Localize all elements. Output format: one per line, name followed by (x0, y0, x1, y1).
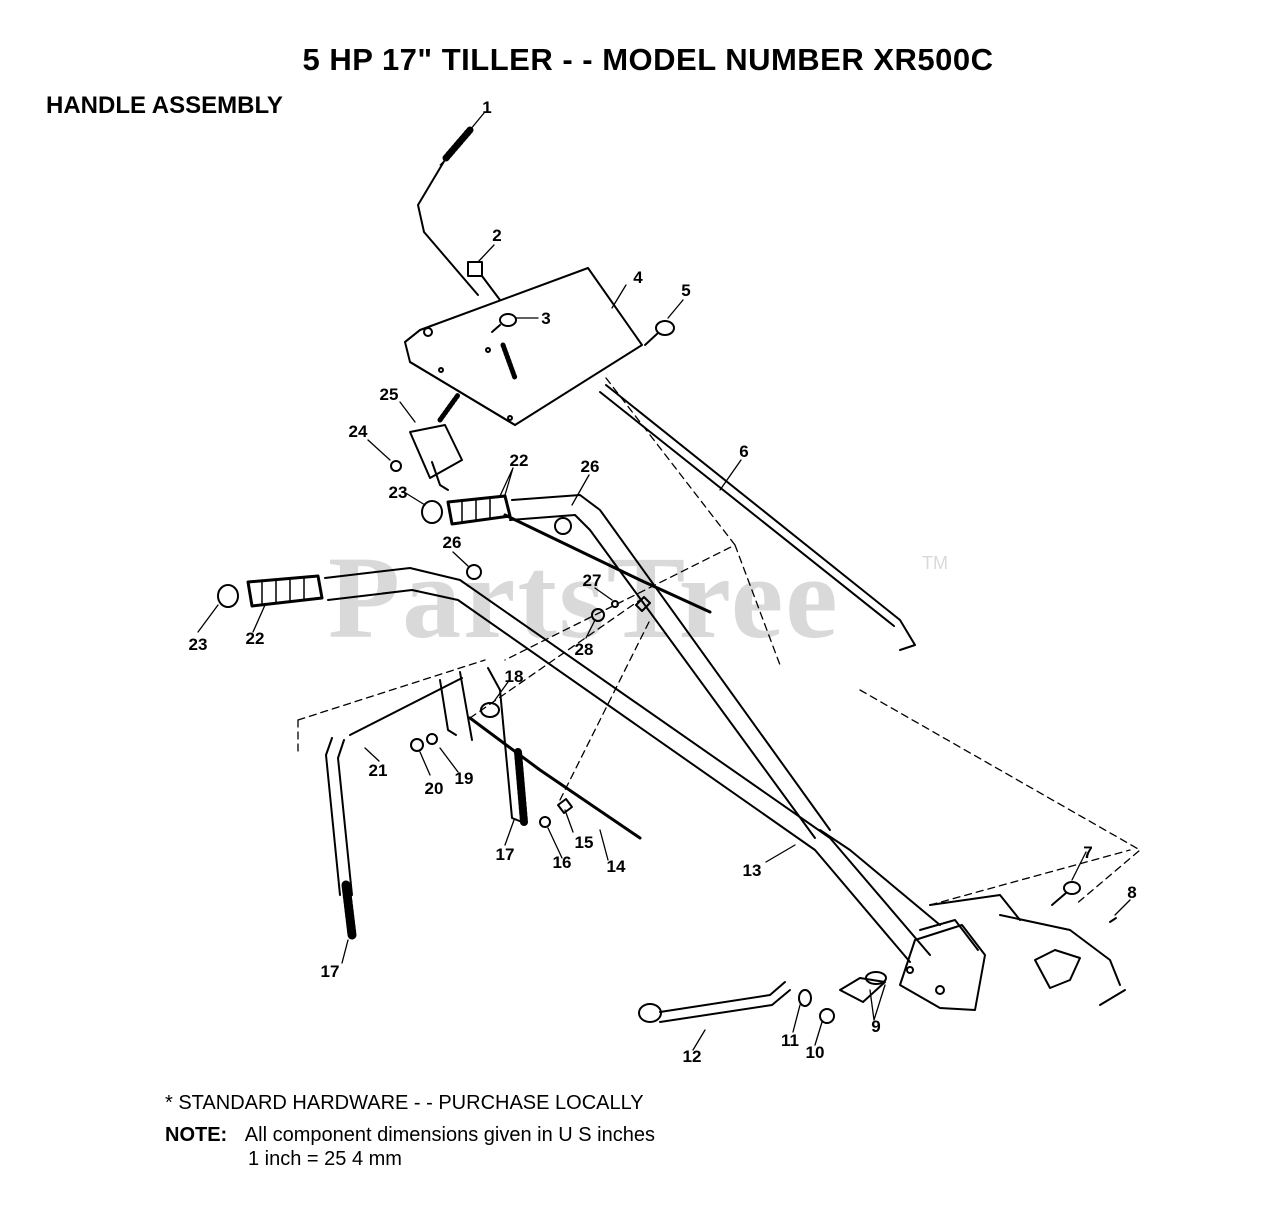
callout-7: 7 (1083, 843, 1092, 862)
part-2-clip (467, 261, 501, 301)
part-18-bolt (480, 702, 500, 718)
callout-13: 13 (743, 861, 762, 880)
callout-26: 26 (581, 457, 600, 476)
callout-21: 21 (369, 761, 388, 780)
callout-3: 3 (541, 309, 550, 328)
note-line-1: All component dimensions given in U S in… (244, 1124, 655, 1146)
part-11-washer (798, 989, 812, 1007)
part-28-nut (591, 608, 605, 622)
part-10-nut (819, 1008, 835, 1024)
callout-20: 20 (425, 779, 444, 798)
callout-17: 17 (321, 962, 340, 981)
callout-6: 6 (739, 442, 748, 461)
callout-12: 12 (683, 1047, 702, 1066)
part-4-control-panel (404, 267, 643, 426)
callout-1: 1 (482, 98, 491, 117)
note-row: NOTE: All component dimensions given in … (165, 1124, 655, 1147)
part-7-bolt (1051, 881, 1081, 906)
part-20-nut (410, 738, 424, 752)
part-12-lever (638, 981, 791, 1023)
callout-23: 23 (189, 635, 208, 654)
upper-cable (503, 513, 712, 614)
callout-4: 4 (633, 268, 643, 287)
callout-11: 11 (781, 1031, 799, 1050)
callout-2: 2 (492, 226, 501, 245)
part-24-nut (390, 460, 402, 472)
callout-24: 24 (349, 422, 368, 441)
part-3-screw (485, 313, 518, 381)
callout-15: 15 (575, 833, 594, 852)
callout-25: 25 (380, 385, 399, 404)
part-22-grip-lower (246, 574, 324, 608)
callout-26: 26 (443, 533, 462, 552)
part-17-spring-left (341, 880, 357, 940)
callout-19: 19 (455, 769, 474, 788)
callout-10: 10 (806, 1043, 825, 1062)
callout-5: 5 (681, 281, 690, 300)
callout-14: 14 (607, 857, 626, 876)
leader-lines (197, 112, 1131, 1051)
part-13-handle-bar (324, 494, 941, 963)
part-15-clip (557, 798, 573, 814)
part-9-plates (839, 971, 887, 1003)
callout-16: 16 (553, 853, 572, 872)
section-title: HANDLE ASSEMBLY (46, 92, 283, 119)
standard-hardware-note: * STANDARD HARDWARE - - PURCHASE LOCALLY (165, 1092, 644, 1114)
part-8-pin (1109, 917, 1117, 923)
part-6-control-rod (599, 384, 916, 651)
note-label: NOTE: (165, 1124, 228, 1146)
callout-18: 18 (505, 667, 524, 686)
part-19-washer (426, 733, 438, 745)
part-22-grip-upper (446, 494, 512, 526)
callout-17: 17 (496, 845, 515, 864)
part-14-cable (468, 716, 642, 840)
callout-9: 9 (871, 1017, 880, 1036)
lower-mount-bracket (899, 894, 1126, 1011)
page-title: 5 HP 17" TILLER - - MODEL NUMBER XR500C (302, 42, 994, 77)
part-26-spacer-upper (554, 517, 572, 535)
part-16-screw (539, 816, 551, 828)
watermark-trademark: TM (922, 553, 948, 573)
part-26-spacer-lower (466, 564, 482, 580)
part-21-control-bail (325, 667, 523, 896)
part-5-bolt (644, 320, 675, 346)
part-23-cap-lower (217, 584, 239, 608)
callout-28: 28 (575, 640, 594, 659)
part-1-control-rod (417, 126, 479, 296)
callout-22: 22 (510, 451, 529, 470)
callout-23: 23 (389, 483, 408, 502)
callout-22: 22 (246, 629, 265, 648)
callout-labels: 1234567891011121314151617171819202122222… (189, 98, 1137, 1066)
part-23-cap-upper (421, 500, 443, 524)
callout-27: 27 (583, 571, 602, 590)
part-17-spring-right (514, 748, 528, 826)
part-25-bracket (409, 392, 463, 491)
dashed-reference-lines (297, 377, 1141, 906)
note-line-2: 1 inch = 25 4 mm (248, 1148, 402, 1170)
callout-8: 8 (1127, 883, 1136, 902)
